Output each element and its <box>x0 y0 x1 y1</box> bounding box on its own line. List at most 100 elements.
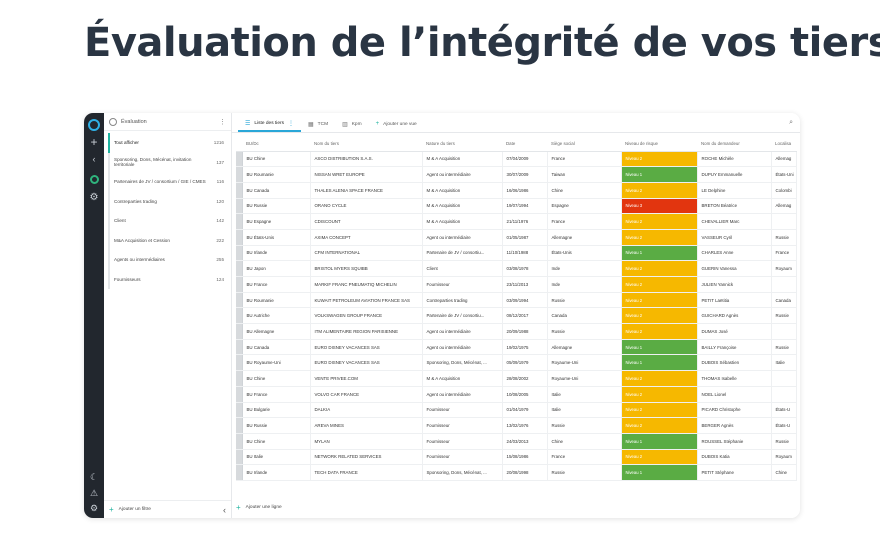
table-cell[interactable]: BU Roumanie <box>242 166 311 183</box>
risk-level-cell[interactable]: Niveau 2 <box>621 386 698 403</box>
filter-item[interactable]: Sponsoring, Dons, Mécénat, invitation te… <box>108 152 227 172</box>
row-selector[interactable] <box>236 417 243 434</box>
table-cell[interactable]: GUERIN Vanessa <box>697 260 772 277</box>
table-cell[interactable]: EURO DISNEY VACANCES SAS <box>310 354 423 372</box>
table-cell[interactable]: 20/09/1988 <box>502 323 548 340</box>
table-cell[interactable]: Inde <box>547 276 622 293</box>
table-cell[interactable]: 24/03/2013 <box>502 433 548 450</box>
table-cell[interactable]: Taiwan <box>547 166 622 183</box>
table-cell[interactable]: THALES ALENIA SPACE FRANCE <box>310 182 423 199</box>
table-cell[interactable]: NISSAN WRET EUROPE <box>310 166 423 183</box>
table-cell[interactable]: 11/10/1988 <box>502 245 548 262</box>
row-selector[interactable] <box>236 229 243 246</box>
table-cell[interactable]: DUPUY Emmanuelle <box>697 166 772 183</box>
risk-level-cell[interactable]: Niveau 2 <box>621 276 698 293</box>
add-filter-button[interactable]: Ajouter un filtre <box>118 507 151 512</box>
plus-icon[interactable]: + <box>236 503 241 512</box>
risk-level-cell[interactable]: Niveau 2 <box>621 307 698 325</box>
table-cell[interactable]: VOLKSWAGEN GROUP FRANCE <box>310 307 423 325</box>
risk-level-cell[interactable]: Niveau 1 <box>621 354 698 372</box>
table-cell[interactable]: 20/08/1998 <box>502 464 548 481</box>
table-cell[interactable]: Allemagne <box>547 339 622 356</box>
table-cell[interactable]: France <box>547 449 622 466</box>
table-cell[interactable]: BU Royaume-Uni <box>242 354 311 372</box>
table-cell[interactable]: Royaume-Uni <box>547 354 622 372</box>
risk-level-cell[interactable]: Niveau 2 <box>621 151 698 168</box>
table-cell[interactable]: BU Irlande <box>242 464 311 481</box>
row-selector[interactable] <box>236 307 243 325</box>
table-cell[interactable]: PETIT Laëtitia <box>697 292 772 309</box>
table-cell[interactable]: 05/09/1979 <box>502 354 548 372</box>
table-cell[interactable]: États-U <box>771 402 797 419</box>
search-icon[interactable]: ⌕ <box>789 119 793 126</box>
table-cell[interactable]: VENTE PRIVEE.COM <box>310 370 423 387</box>
table-cell[interactable]: 16/06/1986 <box>502 182 548 199</box>
tab-list[interactable]: ☰ Liste des tiers ⋮ <box>238 116 301 132</box>
table-cell[interactable]: BU Canada <box>242 182 311 199</box>
table-cell[interactable]: BU États-Unis <box>242 229 311 246</box>
table-cell[interactable]: Royaume-Uni <box>547 370 622 387</box>
table-cell[interactable]: 30/07/2009 <box>502 166 548 183</box>
table-cell[interactable]: PETIT Stéphane <box>697 464 772 481</box>
table-cell[interactable]: Agent ou intermédiaire <box>422 386 503 403</box>
row-selector[interactable] <box>236 166 243 183</box>
table-cell[interactable]: Inde <box>547 260 622 277</box>
table-cell[interactable]: 19/07/1994 <box>502 198 548 215</box>
table-cell[interactable]: EURO DISNEY VACANCES SAS <box>310 339 423 356</box>
table-cell[interactable]: MYLAN <box>310 433 423 450</box>
table-cell[interactable]: DUBOIS Sébastien <box>697 354 772 372</box>
row-selector[interactable] <box>236 464 243 481</box>
risk-level-cell[interactable]: Niveau 1 <box>621 433 698 450</box>
table-cell[interactable]: Russie <box>771 339 797 356</box>
table-cell[interactable]: Client <box>422 260 503 277</box>
table-cell[interactable]: Canada <box>771 292 797 309</box>
table-cell[interactable]: Russie <box>547 464 622 481</box>
table-cell[interactable]: BU Russie <box>242 417 311 434</box>
table-cell[interactable]: Espagne <box>547 198 622 215</box>
table-cell[interactable]: 01/04/1979 <box>502 402 548 419</box>
table-cell[interactable]: CDISCOUNT <box>310 213 423 230</box>
risk-level-cell[interactable]: Niveau 1 <box>621 339 698 356</box>
warning-icon[interactable]: ⚠ <box>89 487 99 498</box>
more-options-icon[interactable]: ⋮ <box>288 120 294 127</box>
row-selector[interactable] <box>236 354 243 372</box>
collapse-panel-icon[interactable]: ‹ <box>223 504 226 515</box>
table-cell[interactable]: Fournisseur <box>422 417 503 434</box>
table-cell[interactable]: BU Chine <box>242 433 311 450</box>
table-cell[interactable]: BU Italie <box>242 449 311 466</box>
table-cell[interactable]: Russie <box>771 307 797 325</box>
table-cell[interactable]: Russie <box>771 433 797 450</box>
table-cell[interactable]: PICARD Christophe <box>697 402 772 419</box>
table-cell[interactable]: 07/04/2009 <box>502 151 548 168</box>
table-cell[interactable] <box>771 213 797 230</box>
more-options-icon[interactable]: ⋮ <box>219 118 226 126</box>
risk-level-cell[interactable]: Niveau 2 <box>621 402 698 419</box>
table-cell[interactable]: 28/08/2002 <box>502 370 548 387</box>
column-header[interactable]: Localisa <box>771 136 796 152</box>
table-cell[interactable]: Fournisseur <box>422 402 503 419</box>
risk-level-cell[interactable]: Niveau 2 <box>621 292 698 309</box>
table-cell[interactable]: BAILLY Françoise <box>697 339 772 356</box>
table-cell[interactable]: Russie <box>547 323 622 340</box>
row-selector[interactable] <box>236 339 243 356</box>
table-cell[interactable]: BERGER Agnès <box>697 417 772 434</box>
risk-level-cell[interactable]: Niveau 2 <box>621 182 698 199</box>
table-cell[interactable]: CHEVALLIER Marc <box>697 213 772 230</box>
row-selector[interactable] <box>236 386 243 403</box>
table-cell[interactable]: 10/08/2005 <box>502 386 548 403</box>
table-cell[interactable]: France <box>547 213 622 230</box>
gear-icon[interactable]: ⚙ <box>89 191 99 203</box>
table-cell[interactable]: BU Russie <box>242 198 311 215</box>
table-cell[interactable]: France <box>771 245 797 262</box>
table-cell[interactable]: Russie <box>547 417 622 434</box>
filter-item[interactable]: Partenaires de JV / consortium / GIE / C… <box>108 172 227 192</box>
row-selector[interactable] <box>236 276 243 293</box>
table-cell[interactable]: BU Bulgarie <box>242 402 311 419</box>
